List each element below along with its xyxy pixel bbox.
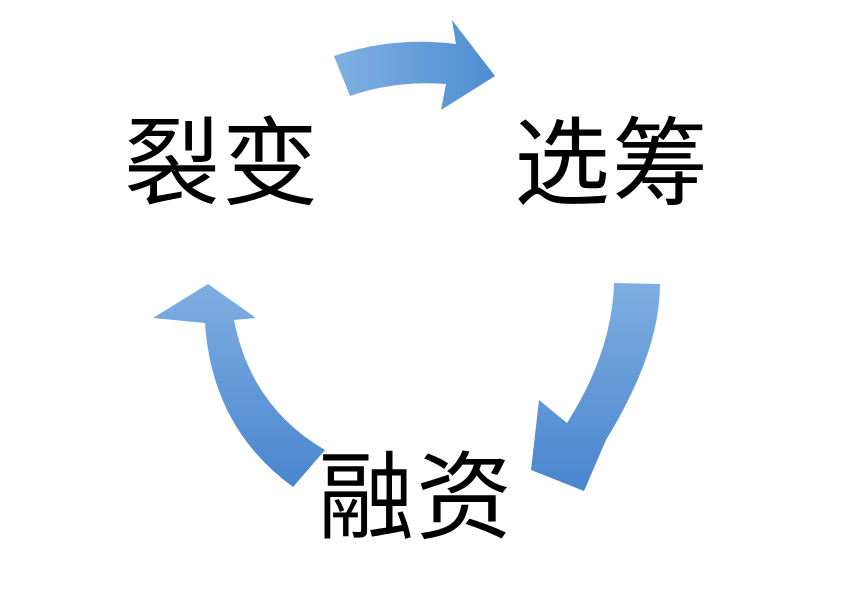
arrow-liebian-to-xuanchou xyxy=(334,20,495,110)
arrow-rongzi-to-liebian xyxy=(153,284,325,487)
node-rongzi-label: 融资 xyxy=(318,442,514,554)
node-liebian-label: 裂变 xyxy=(124,108,320,220)
arrow-xuanchou-to-rongzi xyxy=(531,283,660,491)
node-xuanchou-label: 选筹 xyxy=(514,108,710,220)
